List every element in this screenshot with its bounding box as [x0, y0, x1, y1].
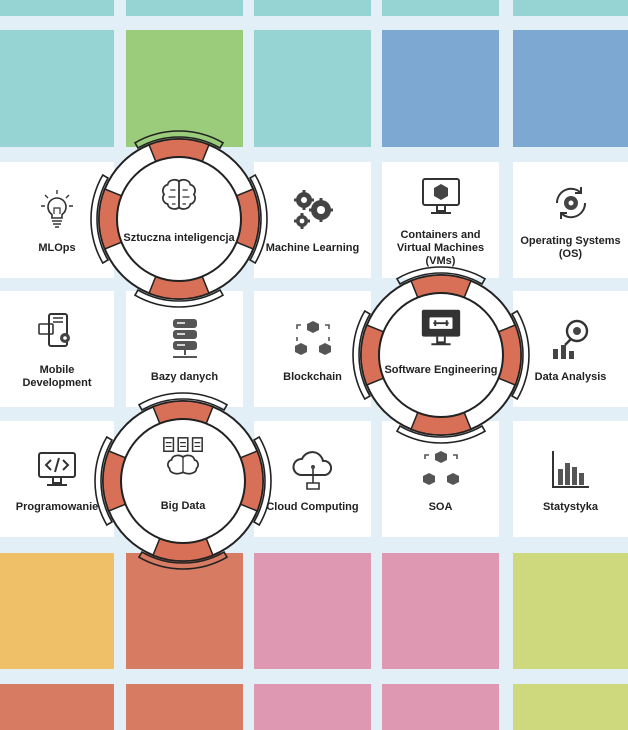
tile-label: Statystyka	[542, 500, 599, 513]
gears-icon	[293, 189, 333, 229]
toolbox-monitor-icon	[421, 309, 461, 346]
color-tile	[513, 553, 628, 669]
tile-label: Containers and Virtual Machines (VMs)	[396, 228, 485, 267]
monitor-cube-icon	[421, 177, 460, 214]
lifebuoy-ring	[352, 266, 530, 444]
tile-data-analysis[interactable]: Data Analysis	[513, 291, 628, 407]
color-tile	[0, 553, 114, 669]
color-tile	[0, 0, 114, 16]
tile-label: Machine Learning	[265, 241, 360, 254]
color-tile	[0, 684, 114, 730]
blockchain-cubes-icon	[294, 320, 331, 355]
color-tile	[254, 684, 371, 730]
brain-circuit-icon	[162, 178, 196, 210]
tile-label: Bazy danych	[150, 370, 219, 383]
color-tile	[126, 684, 243, 730]
tile-soa[interactable]: SOA	[382, 421, 499, 537]
color-tile	[254, 553, 371, 669]
color-tile	[382, 553, 499, 669]
color-tile	[254, 30, 371, 147]
highlight-ring-sztuczna-inteligencja[interactable]: Sztuczna inteligencja	[88, 128, 270, 310]
color-tile	[513, 684, 628, 730]
tile-label: Operating Systems (OS)	[520, 235, 621, 260]
tile-label: SOA	[428, 500, 453, 513]
ring-label: Software Engineering	[384, 364, 498, 376]
tile-cloud-computing[interactable]: Cloud Computing	[254, 421, 371, 537]
tile-machine-learning[interactable]: Machine Learning	[254, 162, 371, 278]
color-tile	[126, 30, 243, 147]
magnifier-chart-icon	[552, 319, 588, 359]
tile-label: Data Analysis	[534, 370, 607, 383]
highlight-ring-software-engineering[interactable]: Software Engineering	[350, 264, 532, 446]
color-tile	[254, 0, 371, 16]
gear-cycle-icon	[555, 187, 586, 219]
lifebuoy-ring	[94, 392, 272, 570]
tile-label: Programowanie	[15, 500, 99, 513]
color-tile	[382, 0, 499, 16]
tile-label: Cloud Computing	[266, 500, 359, 513]
tile-label: Mobile Development	[22, 364, 92, 389]
mobile-devices-icon	[38, 313, 70, 347]
bar-chart-icon	[551, 450, 589, 488]
color-tile	[382, 684, 499, 730]
soa-cubes-icon	[422, 450, 459, 485]
ring-label: Big Data	[160, 500, 206, 512]
color-tile	[0, 30, 114, 147]
color-tile	[382, 30, 499, 147]
lifebuoy-ring	[90, 130, 268, 308]
color-tile	[513, 0, 628, 16]
tile-label: Blockchain	[283, 370, 342, 383]
tile-bazy-danych[interactable]: Bazy danych	[126, 291, 243, 407]
tile-mobile-development[interactable]: Mobile Development	[0, 291, 114, 407]
color-tile	[126, 0, 243, 16]
color-tile	[126, 553, 243, 669]
tile-operating-systems[interactable]: Operating Systems (OS)	[513, 162, 628, 278]
data-brain-icon	[163, 437, 203, 475]
tile-label: MLOps	[38, 241, 76, 254]
tile-statystyka[interactable]: Statystyka	[513, 421, 628, 537]
tile-blockchain[interactable]: Blockchain	[254, 291, 371, 407]
tile-containers-vms[interactable]: Containers and Virtual Machines (VMs)	[382, 162, 499, 278]
code-monitor-icon	[38, 451, 76, 486]
lightbulb-icon	[41, 189, 73, 228]
highlight-ring-big-data[interactable]: Big Data	[92, 390, 274, 572]
database-server-icon	[172, 318, 197, 358]
cloud-icon	[292, 450, 332, 490]
tile-mlops[interactable]: MLOps	[0, 162, 114, 278]
color-tile	[513, 30, 628, 147]
ring-label: Sztuczna inteligencja	[123, 232, 235, 244]
